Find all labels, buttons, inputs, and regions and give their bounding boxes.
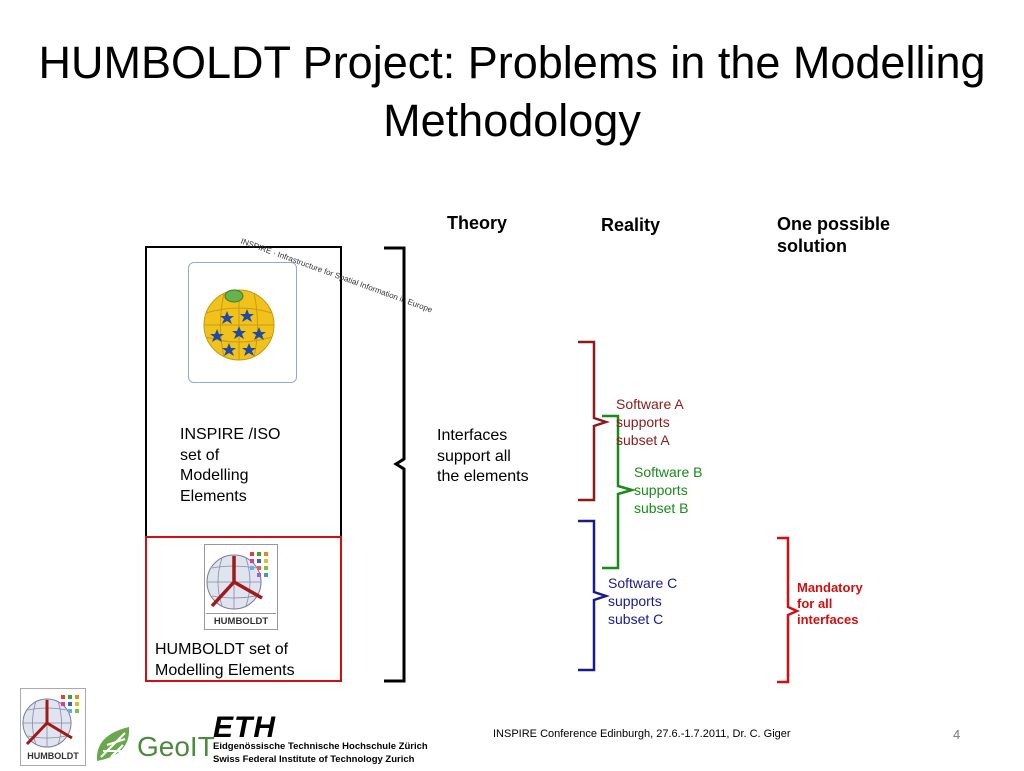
footer-humboldt-logo: HUMBOLDT	[20, 688, 86, 766]
footer-humboldt-text: HUMBOLDT	[27, 751, 79, 761]
solution-brace	[777, 536, 801, 684]
software-b-brace	[602, 414, 637, 570]
humboldt-globe-icon	[204, 544, 278, 630]
inspire-logo: INSPIRE · Infrastructure for Spatial Inf…	[188, 237, 434, 383]
inspire-set-label: INSPIRE /ISO set of Modelling Elements	[180, 426, 281, 505]
footer-conference: INSPIRE Conference Edinburgh, 27.6.-1.7.…	[493, 728, 791, 740]
software-c-text: Software C supports subset C	[608, 575, 678, 627]
slide-title: HUMBOLDT Project: Problems in the Modell…	[38, 37, 986, 146]
software-c-brace	[578, 519, 610, 672]
reality-heading: Reality	[601, 215, 661, 235]
software-a-brace	[578, 340, 610, 502]
eth-line-1: Eidgenössische Technische Hochschule Zür…	[213, 741, 428, 752]
inspire-globe-icon	[203, 289, 275, 361]
solution-heading: One possible solution	[777, 214, 891, 256]
theory-text: Interfaces support all the elements	[437, 427, 529, 485]
software-b-text: Software B supports subset B	[634, 464, 703, 516]
geoit-logo-text: GeoIT	[137, 731, 215, 762]
geoit-leaf-icon	[93, 725, 133, 763]
humboldt-logo-text: HUMBOLDT	[206, 613, 276, 627]
eth-logo: ETH	[213, 711, 276, 744]
eth-line-2: Swiss Federal Institute of Technology Zu…	[213, 754, 415, 765]
page-number: 4	[953, 727, 961, 742]
theory-heading: Theory	[447, 213, 508, 233]
humboldt-logo: HUMBOLDT	[204, 544, 278, 630]
software-a-text: Software A supports subset A	[616, 396, 683, 448]
humboldt-elements-box	[145, 536, 342, 682]
solution-text: Mandatory for all interfaces	[797, 580, 863, 627]
footer-humboldt-globe-icon	[20, 688, 86, 766]
humboldt-set-label: HUMBOLDT set of Modelling Elements	[155, 641, 295, 679]
theory-brace	[384, 246, 406, 683]
